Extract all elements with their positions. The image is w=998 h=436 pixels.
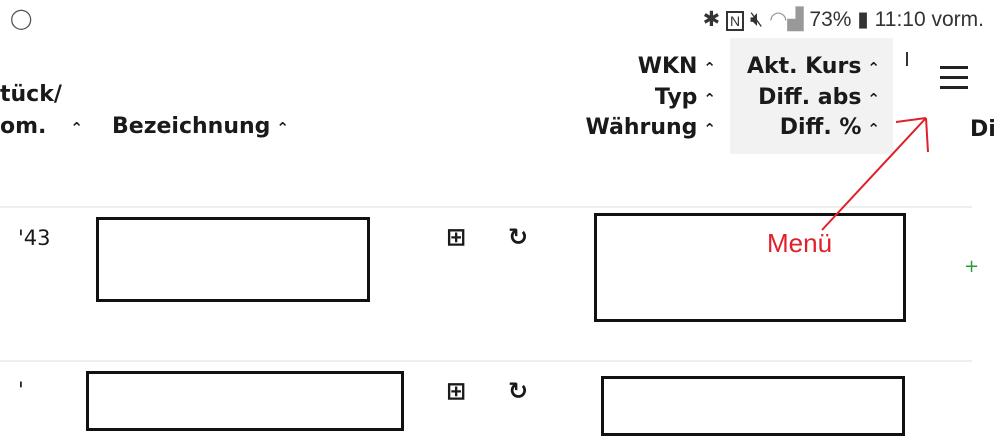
sort-caret-icon: ⌃ [70,119,83,137]
header-diff-pct[interactable]: Diff. % ⌃ [780,115,880,140]
menu-annotation-label: Menü [767,228,833,258]
header-stueck[interactable]: tück/ [0,82,62,107]
refresh-icon[interactable]: ↻ [508,223,529,251]
add-document-icon[interactable]: ⊞ [446,377,467,405]
mute-icon: 🔇︎ [749,8,764,31]
header-waehrung-label: Währung [585,115,698,140]
row-stueck: '43 [18,226,51,250]
header-diff-abs-label: Diff. abs [758,85,862,110]
header-wkn[interactable]: WKN ⌃ [638,54,716,79]
refresh-icon[interactable]: ↻ [508,377,529,405]
wifi-icon: ◠ [769,8,788,31]
truncated-header [906,52,908,66]
header-diff-truncated[interactable]: Di [970,117,996,142]
sort-caret-icon: ⌃ [867,120,880,138]
status-bar: ✱ N 🔇︎ ◠▟ 73% ▮ 11:10 vorm. [703,7,984,32]
bluetooth-icon: ✱ [702,8,721,31]
row-stueck: ' [18,378,24,402]
header-diff-abs[interactable]: Diff. abs ⌃ [758,85,880,110]
header-waehrung[interactable]: Währung ⌃ [586,115,717,140]
signal-icon: ▟ [787,8,804,31]
sort-caret-icon: ⌃ [703,90,716,108]
header-akt-kurs[interactable]: Akt. Kurs ⌃ [747,54,880,79]
sort-caret-icon: ⌃ [867,90,880,108]
akt-kurs-column-highlight [730,38,893,154]
header-typ-label: Typ [654,85,698,110]
redacted-bezeichnung [96,217,370,302]
nfc-icon: N [726,11,745,31]
add-document-icon[interactable]: ⊞ [446,223,467,251]
annotation-arrow [821,117,929,231]
header-nom-label: om. [0,114,47,139]
row-divider [0,360,972,362]
redacted-kurs [594,213,906,322]
header-bezeichnung[interactable]: Bezeichnung ⌃ [112,114,289,139]
header-diff-pct-label: Diff. % [779,115,862,140]
battery-level: 73% [809,8,852,31]
header-akt-kurs-label: Akt. Kurs [746,54,862,79]
header-stueck-label: tück/ [0,82,62,107]
header-stueck-sort[interactable]: om. ⌃ [0,114,83,139]
row-divider [0,206,972,208]
whatsapp-icon: ◯ [10,6,33,30]
header-typ[interactable]: Typ ⌃ [655,85,716,110]
clock: 11:10 vorm. [874,8,984,31]
sort-caret-icon: ⌃ [867,59,880,77]
header-wkn-label: WKN [637,54,698,79]
header-bezeichnung-label: Bezeichnung [112,114,271,139]
menu-button[interactable] [940,66,968,89]
sort-caret-icon: ⌃ [703,120,716,138]
sort-caret-icon: ⌃ [276,119,289,137]
sort-caret-icon: ⌃ [703,59,716,77]
battery-icon: ▮ [857,8,869,31]
positive-indicator: + [964,256,980,277]
